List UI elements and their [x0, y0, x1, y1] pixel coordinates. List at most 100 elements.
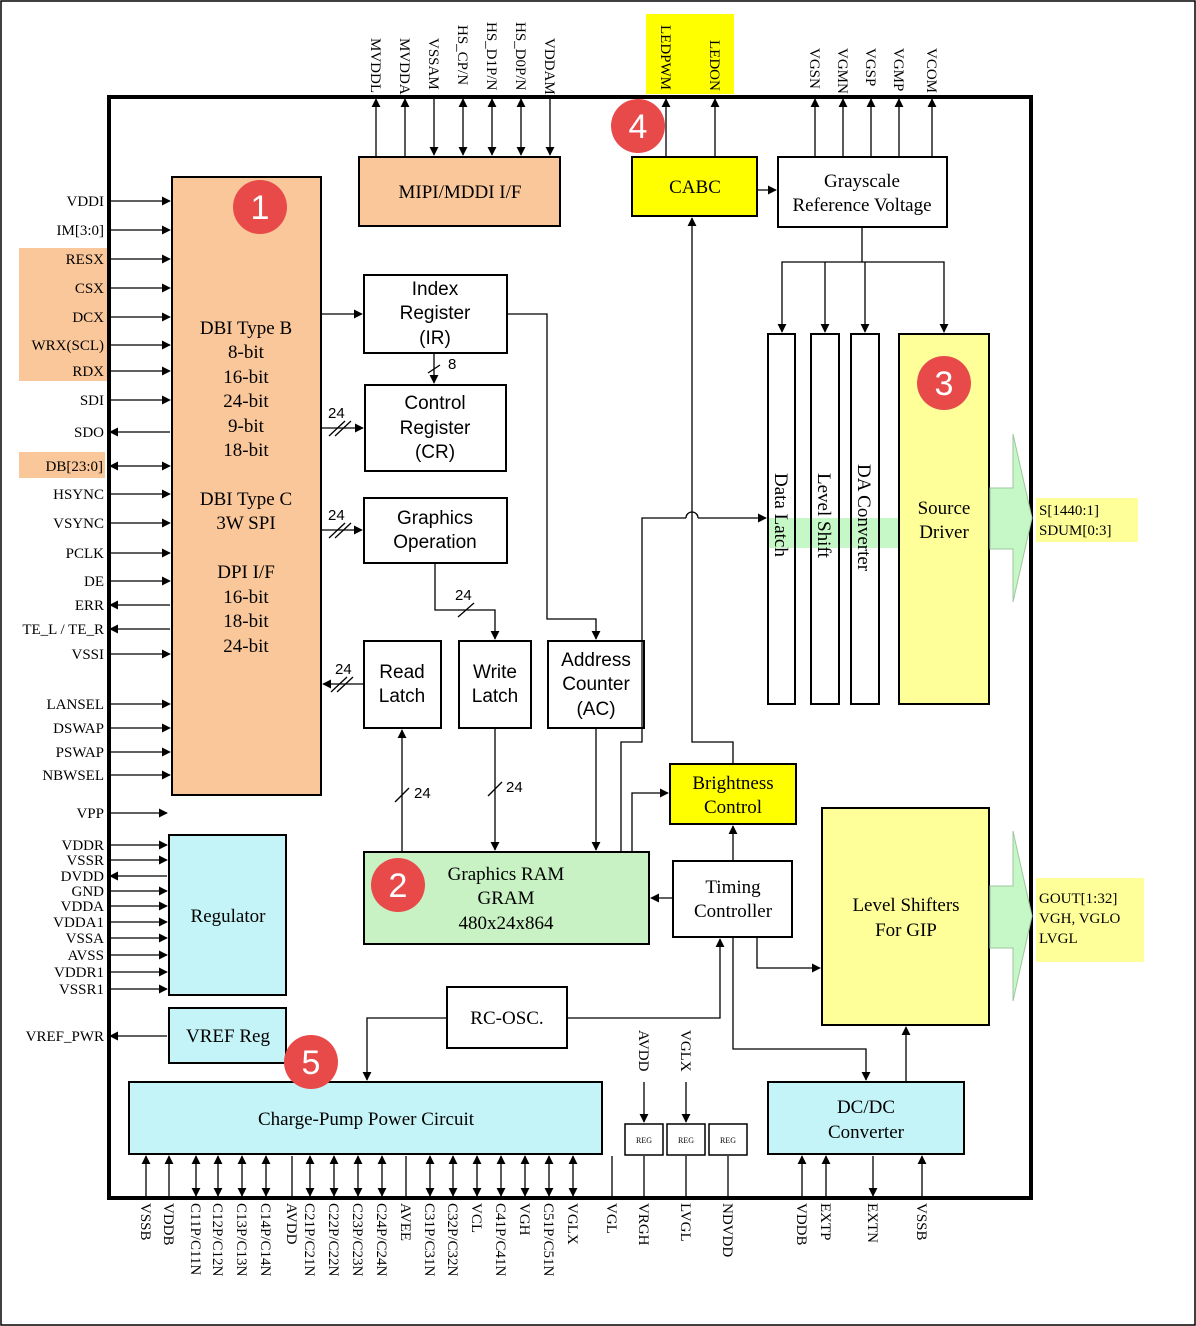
pin-label: VGLX — [564, 1203, 580, 1245]
pin-label: NBWSEL — [42, 768, 104, 784]
index-register-line: Register — [400, 303, 471, 324]
pin-label: C14P/C14N — [257, 1203, 273, 1277]
pin-label: ERR — [75, 598, 104, 614]
control-register-line: Control — [404, 393, 465, 414]
interface-line: DBI Type C — [200, 489, 292, 510]
badge-3: 3 — [917, 356, 971, 410]
pin-label: PCLK — [66, 546, 105, 562]
pin-label: RDX — [72, 364, 104, 380]
control-register-line: Register — [400, 418, 471, 439]
bus-width-label: 24 — [328, 507, 345, 524]
pin-label: VGMP — [890, 48, 906, 91]
address-counter-block: Address Counter (AC) — [547, 640, 645, 729]
output-label: VGH, VGLO — [1039, 911, 1121, 927]
pin-label: VCOM — [923, 48, 939, 93]
pin-label: AVSS — [68, 948, 104, 964]
pin-label: VGSP — [862, 48, 878, 86]
vref-reg-label: VREF Reg — [186, 1026, 270, 1047]
bus-width-label: 24 — [414, 785, 431, 802]
top-pins-led: LEDPWM LEDON — [657, 25, 722, 157]
timing-line: Controller — [694, 901, 773, 922]
pin-label: VREF_PWR — [26, 1029, 104, 1045]
gram-line: Graphics RAM — [448, 864, 565, 885]
control-register-line: (CR) — [415, 442, 455, 463]
pin-label: DSWAP — [53, 721, 104, 737]
pin-label: AVDD — [635, 1030, 651, 1072]
pin-label: HS_CP/N — [454, 25, 470, 85]
pin-label: SDI — [80, 393, 104, 409]
bus-width-label: 8 — [448, 356, 456, 373]
level-shift-column: Level Shift — [810, 333, 840, 705]
pin-label: GND — [72, 884, 105, 900]
index-register-line: (IR) — [419, 328, 451, 349]
pin-label: C31P/C31N — [421, 1203, 437, 1277]
badge-number: 3 — [935, 365, 954, 403]
output-label: LVGL — [1039, 931, 1078, 947]
brightness-control-block: Brightness Control — [669, 763, 797, 825]
pin-label: VGLX — [677, 1030, 693, 1072]
regulator-block: Regulator — [168, 834, 287, 996]
output-label: GOUT[1:32] — [1039, 891, 1117, 907]
pin-label: VSSR1 — [59, 982, 104, 998]
pin-label: VCL — [468, 1203, 484, 1233]
bottom-pins-dcdc: VDDB EXTP EXTN VSSB — [793, 1155, 929, 1246]
pin-label: DVDD — [61, 869, 104, 885]
interface-line: 24-bit — [223, 391, 269, 412]
pin-label: C13P/C13N — [233, 1203, 249, 1277]
bus-width-label: 24 — [455, 587, 472, 604]
pin-label: AVEE — [397, 1203, 413, 1241]
reg-box-1: REG — [624, 1123, 664, 1156]
pin-label: C32P/C32N — [444, 1203, 460, 1277]
output-label: SDUM[0:3] — [1039, 523, 1112, 539]
left-pins: VDDI IM[3:0] RESX CSX DCX WRX(SCL) RDX S… — [22, 194, 171, 1045]
gram-line: GRAM — [477, 888, 534, 909]
cabc-label: CABC — [669, 177, 721, 198]
pin-label: VSSR — [66, 853, 104, 869]
pin-label: VGSN — [806, 48, 822, 89]
output-label: S[1440:1] — [1039, 503, 1099, 519]
pin-label: C11P/C11N — [187, 1203, 203, 1275]
level-shifters-gip-block: Level Shifters For GIP — [821, 807, 990, 1026]
source-driver-line: Source — [918, 498, 971, 519]
pin-label: VGMN — [834, 48, 850, 94]
pin-label: IM[3:0] — [57, 223, 105, 239]
pin-label: HS_D0P/N — [512, 22, 528, 91]
brightness-line: Brightness — [692, 773, 773, 794]
pin-label: DB[23:0] — [46, 459, 104, 475]
output-highlight-source — [1036, 498, 1138, 542]
data-latch-column: Data Latch — [767, 333, 796, 705]
graphics-operation-block: Graphics Operation — [363, 497, 508, 564]
pin-label: VGL — [603, 1203, 619, 1234]
gip-output-arrow — [989, 830, 1033, 1002]
pin-label: LEDON — [706, 40, 722, 91]
rc-osc-block: RC-OSC. — [446, 986, 568, 1049]
interface-line: 16-bit — [223, 367, 269, 388]
regulator-label: Regulator — [191, 906, 267, 927]
pin-label: VSSB — [913, 1203, 929, 1241]
pin-label: VDDAM — [541, 38, 557, 95]
pin-label: WRX(SCL) — [32, 338, 105, 354]
write-latch-block: Write Latch — [458, 640, 532, 729]
pin-label: EXTN — [864, 1203, 880, 1243]
pin-label: DCX — [72, 310, 104, 326]
pin-label: VPP — [76, 806, 104, 822]
reg-box-label: REG — [720, 1136, 736, 1145]
index-register-block: Index Register (IR) — [363, 274, 508, 354]
pin-label: LVGL — [677, 1203, 693, 1242]
bottom-pins-pump: VSSB VDDB C11P/C11N C12P/C12N C13P/C13N … — [137, 1155, 580, 1277]
graphics-operation-line: Graphics — [397, 508, 473, 529]
pin-label: C51P/C51N — [540, 1203, 556, 1277]
pin-label: VDDB — [160, 1203, 176, 1246]
interface-line: 16-bit — [223, 587, 269, 608]
chip-outline — [107, 95, 1033, 1200]
pin-label: NDVDD — [719, 1203, 735, 1257]
interface-line: 18-bit — [223, 440, 269, 461]
pin-label: C23P/C23N — [349, 1203, 365, 1277]
charge-pump-label: Charge-Pump Power Circuit — [258, 1109, 475, 1130]
interface-line: 18-bit — [223, 611, 269, 632]
gram-line: 480x24x864 — [459, 913, 555, 934]
gip-line: For GIP — [875, 920, 937, 941]
grayscale-reference-block: Grayscale Reference Voltage — [777, 156, 948, 228]
pin-label: RESX — [66, 252, 105, 268]
badge-5: 5 — [284, 1035, 338, 1089]
